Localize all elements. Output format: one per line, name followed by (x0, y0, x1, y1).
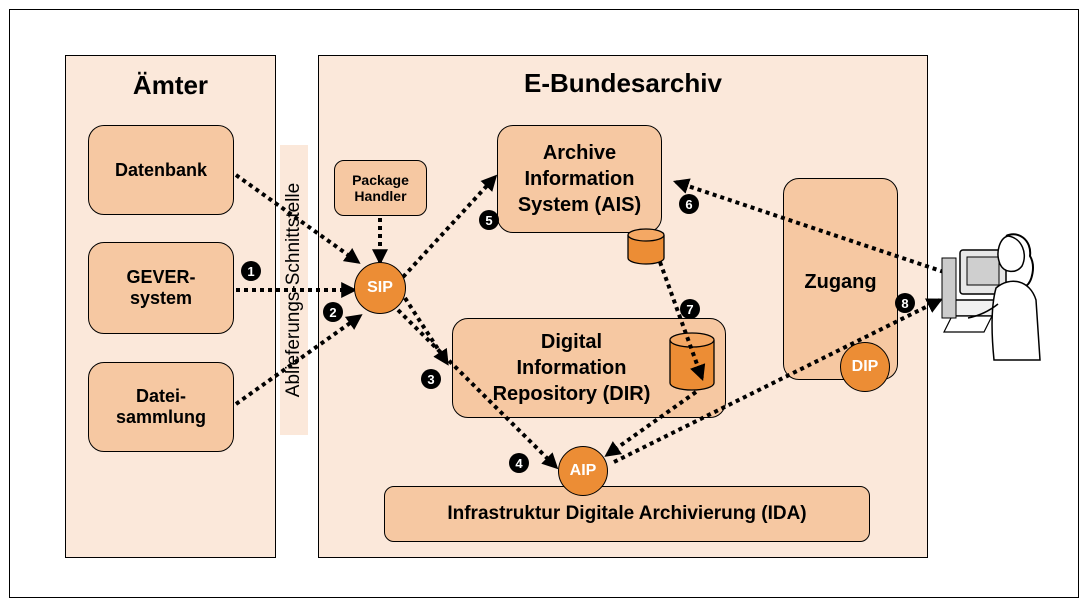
step-badge-5: 5 (479, 210, 499, 230)
user-computer-icon (941, 233, 1041, 361)
database-icon (627, 228, 665, 265)
arrow-sip-ais (401, 174, 498, 279)
datenbank-box: Datenbank (88, 125, 234, 215)
ais-box: Archive Information System (AIS) (497, 125, 662, 233)
step-badge-2: 2 (323, 302, 343, 322)
zugang-label: Zugang (804, 271, 877, 293)
sip-node: SIP (354, 262, 406, 314)
gever-label: GEVER- system (126, 267, 196, 308)
arrow-sip-aip (396, 308, 559, 470)
arrow-dateisammlung-sip (234, 314, 363, 406)
step-badge-6: 6 (679, 194, 699, 214)
arrow-dir-aip (604, 390, 698, 457)
dir-label: Digital Information Repository (DIR) (492, 331, 651, 405)
arrow-sip-dir (403, 296, 449, 366)
dip-node: DIP (840, 342, 890, 392)
sip-label: SIP (367, 279, 393, 296)
ida-box: Infrastruktur Digitale Archivierung (IDA… (384, 486, 870, 542)
package-handler-label: Package Handler (352, 172, 409, 204)
step-badge-7: 7 (680, 299, 700, 319)
aip-label: AIP (569, 462, 597, 479)
dateisammlung-label: Datei- sammlung (115, 386, 207, 427)
step-badge-1: 1 (241, 261, 261, 281)
arrow-datenbank-sip (234, 173, 361, 264)
step-badge-3: 3 (421, 369, 441, 389)
arrow-aip-user (613, 298, 943, 464)
ida-label: Infrastruktur Digitale Archivierung (IDA… (447, 503, 807, 524)
package-handler-box: Package Handler (334, 160, 427, 216)
e-bundesarchiv-title: E-Bundesarchiv (524, 68, 722, 98)
dip-label: DIP (851, 358, 879, 375)
dateisammlung-box: Datei- sammlung (88, 362, 234, 452)
step-badge-8: 8 (895, 293, 915, 313)
step-badge-4: 4 (509, 453, 529, 473)
arrow-user-ais (672, 178, 945, 274)
aip-node: AIP (558, 446, 608, 496)
database-icon (669, 332, 715, 391)
diagram-frame (9, 9, 1079, 598)
ais-label: Archive Information System (AIS) (517, 142, 642, 216)
datenbank-label: Datenbank (114, 159, 208, 180)
gever-box: GEVER- system (88, 242, 234, 334)
aemter-title: Ämter (132, 70, 209, 100)
